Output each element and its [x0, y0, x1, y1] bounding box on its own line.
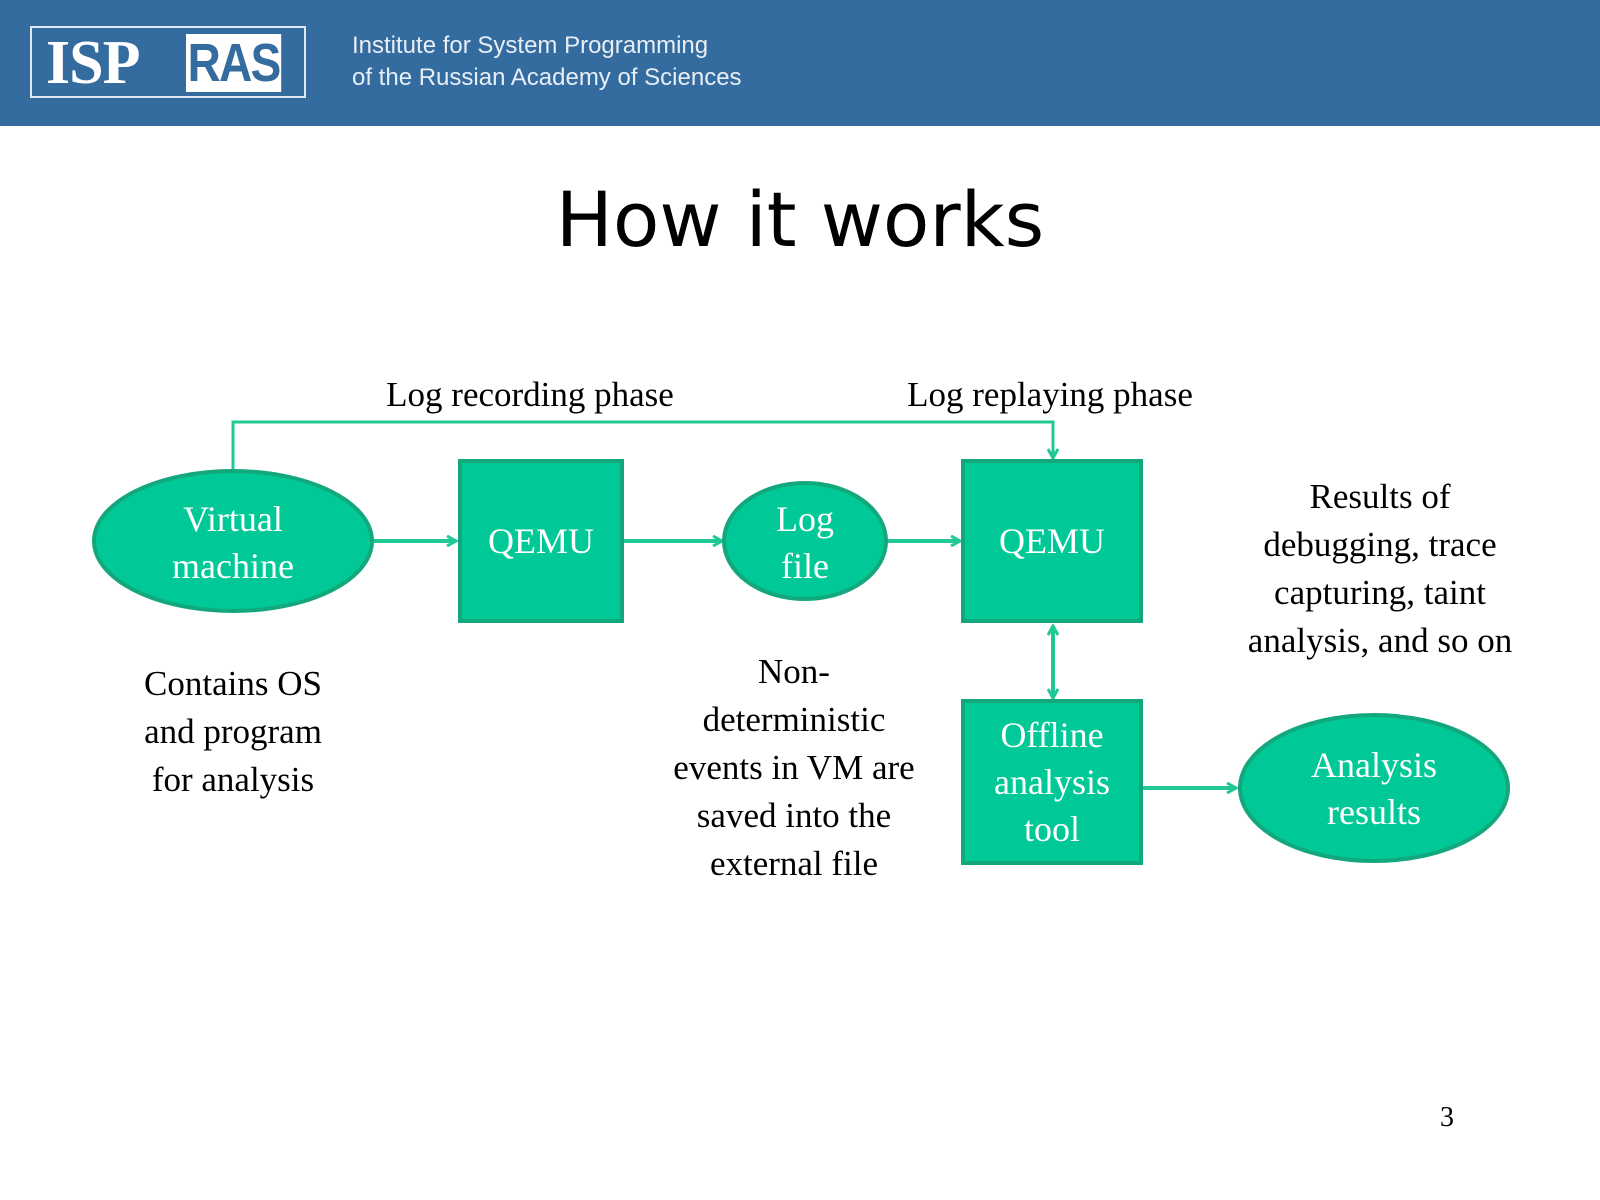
annotation-line: events in VM are [673, 748, 915, 787]
node-label-line: Offline [1000, 715, 1104, 755]
annotation-line: debugging, trace [1263, 525, 1497, 564]
annotation-line: deterministic [702, 700, 886, 739]
node-label-line: Log [776, 499, 834, 539]
node-qemu-record [458, 459, 624, 623]
node-offline-tool [961, 699, 1143, 865]
node-qemu-replay-label: QEMU [999, 521, 1105, 561]
log-file-annotation: Non- deterministic events in VM are save… [634, 648, 954, 888]
institute-line-1: Institute for System Programming [352, 32, 709, 59]
phase-label-replaying: Log replaying phase [907, 375, 1193, 414]
isp-ras-logo: ISP RAS [30, 26, 306, 98]
node-log-file [722, 481, 888, 601]
results-annotation: Results of debugging, trace capturing, t… [1210, 473, 1550, 665]
slide-title: How it works [555, 175, 1045, 264]
node-label-line: Analysis [1311, 745, 1437, 785]
node-log-file-label: Log file [725, 496, 885, 590]
annotation-line: external file [709, 844, 879, 883]
logo-isp-text: ISP [46, 29, 140, 97]
header-banner: ISP RAS Institute for System Programming… [0, 0, 1600, 126]
node-virtual-machine [92, 469, 374, 613]
annotation-line: for analysis [151, 760, 315, 799]
node-label-line: Virtual [183, 499, 283, 539]
node-qemu-record-label: QEMU [488, 521, 594, 561]
page-number: 3 [1440, 1102, 1454, 1133]
annotation-line: saved into the [696, 796, 892, 835]
vm-annotation: Contains OS and program for analysis [93, 660, 373, 804]
annotation-line: Results of [1309, 477, 1451, 516]
institute-name: Institute for System Programming of the … [352, 30, 742, 94]
annotation-line: and program [144, 712, 322, 751]
node-offline-tool-label: Offline analysis tool [963, 712, 1141, 853]
node-label-line: tool [1023, 809, 1080, 849]
edge-vm-to-qemu-replay [231, 420, 1053, 470]
node-analysis-results [1238, 713, 1510, 863]
node-virtual-machine-label: Virtual machine [113, 496, 353, 590]
node-label-line: results [1327, 792, 1421, 832]
node-label-line: file [781, 546, 829, 586]
node-label-line: machine [172, 546, 294, 586]
node-analysis-results-label: Analysis results [1254, 742, 1494, 836]
annotation-line: Non- [758, 652, 830, 691]
phase-label-recording: Log recording phase [386, 375, 674, 414]
logo-ras-text: RAS [186, 33, 282, 93]
annotation-line: capturing, taint [1274, 573, 1486, 612]
node-qemu-replay [961, 459, 1143, 623]
annotation-line: analysis, and so on [1247, 621, 1513, 660]
annotation-line: Contains OS [144, 664, 322, 703]
institute-line-2: of the Russian Academy of Sciences [352, 64, 742, 91]
node-label-line: analysis [994, 762, 1110, 802]
